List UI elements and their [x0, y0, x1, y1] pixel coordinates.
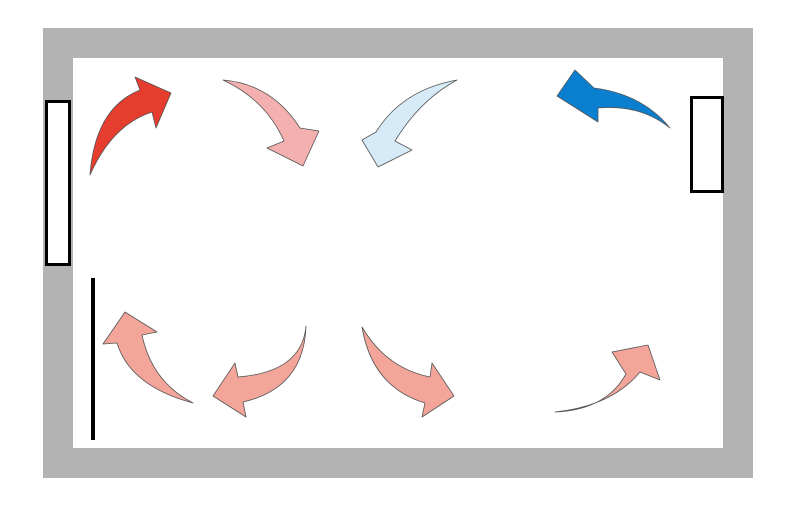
air-rising-along-radiator-arrow: [102, 311, 194, 404]
left-window: [45, 100, 71, 266]
cool-air-descending-arrow: [361, 79, 458, 168]
air-rising-right-arrow: [554, 344, 661, 413]
right-window: [690, 96, 724, 193]
air-flowing-left-arrow: [212, 325, 307, 418]
heater-radiator: [91, 278, 95, 440]
air-flowing-right-arrow: [361, 326, 455, 418]
warm-air-descending-arrow: [222, 79, 320, 167]
cold-air-inflow-arrow: [556, 69, 671, 129]
hot-air-rising-arrow: [89, 76, 172, 176]
